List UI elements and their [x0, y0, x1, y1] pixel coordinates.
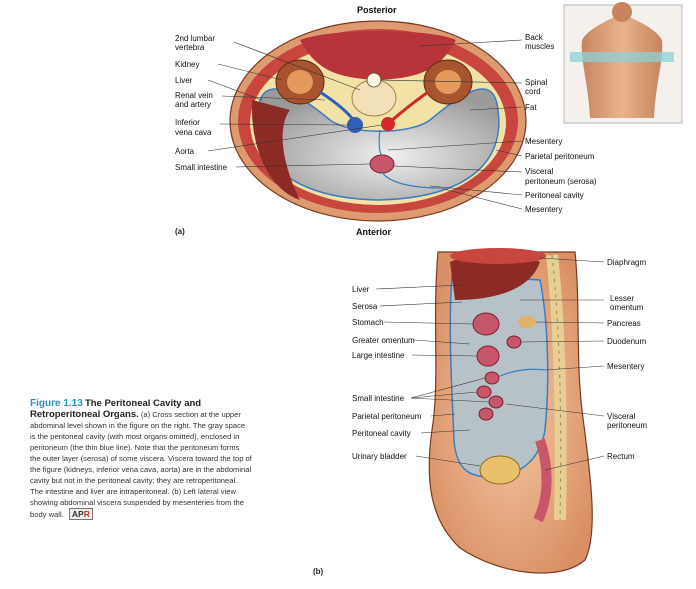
label-vertebra: vertebra [175, 43, 205, 52]
leader-lines-b [375, 257, 605, 471]
small-intestine-loops [476, 371, 504, 421]
label-liver-a: Liver [175, 76, 193, 85]
panel-b-letter: (b) [313, 567, 324, 576]
diaphragm [450, 248, 546, 264]
label-kidney: Kidney [175, 60, 200, 69]
label-duodenum: Duodenum [607, 337, 647, 346]
label-parietal-peritoneum-a: Parietal peritoneum [525, 152, 595, 161]
label-mesentery-b: Mesentery [607, 362, 645, 371]
spine-b [546, 254, 567, 521]
label-parietal-peritoneum-b: Parietal peritoneum [352, 412, 422, 421]
panel-a-letter: (a) [175, 227, 185, 236]
label-urinary-bladder: Urinary bladder [352, 452, 407, 461]
inferior-vena-cava [347, 117, 363, 133]
label-aorta: Aorta [175, 147, 195, 156]
liver [251, 100, 300, 200]
spinal-cord [366, 72, 382, 88]
label-renal-vein: Renal vein [175, 91, 213, 100]
anterior-label: Anterior [356, 227, 392, 237]
label-mesentery-a2: Mesentery [525, 205, 563, 214]
caption-number: Figure 1.13 [30, 398, 83, 409]
figure-caption: Figure 1.13 The Peritoneal Cavity and Re… [30, 398, 252, 520]
label-cord: cord [525, 87, 541, 96]
small-intestine [369, 154, 395, 174]
label-peritoneal-cavity-b: Peritoneal cavity [352, 429, 411, 438]
label-pancreas: Pancreas [607, 319, 641, 328]
label-small-intestine-a: Small intestine [175, 163, 228, 172]
leader-lines-a [207, 39, 523, 210]
label-and-artery: and artery [175, 100, 212, 109]
label-back: Back [525, 33, 543, 42]
apr-badge-ap: AP [71, 509, 84, 519]
caption-title: The Peritoneal Cavity and Retroperitonea… [30, 398, 202, 420]
label-visceral-b: Visceral [607, 412, 636, 421]
mesentery-a [381, 171, 441, 189]
liver-b [450, 253, 540, 300]
label-visceral-a: Visceral [525, 167, 554, 176]
label-small-intestine-b: Small intestine [352, 394, 405, 403]
label-spinal: Spinal [525, 78, 548, 87]
label-muscles: muscles [525, 42, 555, 51]
stomach [472, 312, 500, 336]
label-stomach: Stomach [352, 318, 384, 327]
urinary-bladder [479, 455, 521, 485]
large-intestine [476, 345, 500, 367]
label-vena-cava: vena cava [175, 128, 212, 137]
back-muscles [300, 31, 456, 80]
label-fat: Fat [525, 103, 537, 112]
label-liver-b: Liver [352, 285, 370, 294]
label-peritoneum-b: peritoneum [607, 421, 648, 430]
caption-body: (a) Cross section at the upper abdominal… [30, 410, 252, 519]
label-omentum: omentum [610, 303, 644, 312]
pancreas [518, 316, 536, 328]
apr-badge-r: R [83, 509, 90, 519]
label-peritoneum-serosa: peritoneum (serosa) [525, 177, 597, 186]
label-rectum: Rectum [607, 452, 635, 461]
label-large-intestine: Large intestine [352, 351, 405, 360]
posterior-label: Posterior [357, 5, 397, 15]
peritoneal-cavity [256, 88, 500, 201]
mesentery-b [499, 368, 546, 377]
apr-badge[interactable]: APR [68, 508, 93, 520]
label-lesser: Lesser [610, 294, 635, 303]
label-diaphragm: Diaphragm [607, 258, 647, 267]
rectum [533, 438, 552, 523]
label-mesentery-a1: Mesentery [525, 137, 563, 146]
duodenum [506, 335, 522, 349]
section-plane [570, 52, 674, 62]
label-greater-omentum: Greater omentum [352, 336, 415, 345]
label-peritoneal-cavity-a: Peritoneal cavity [525, 191, 584, 200]
label-2nd-lumbar: 2nd lumbar [175, 34, 216, 43]
label-inferior: Inferior [175, 118, 200, 127]
label-serosa: Serosa [352, 302, 378, 311]
